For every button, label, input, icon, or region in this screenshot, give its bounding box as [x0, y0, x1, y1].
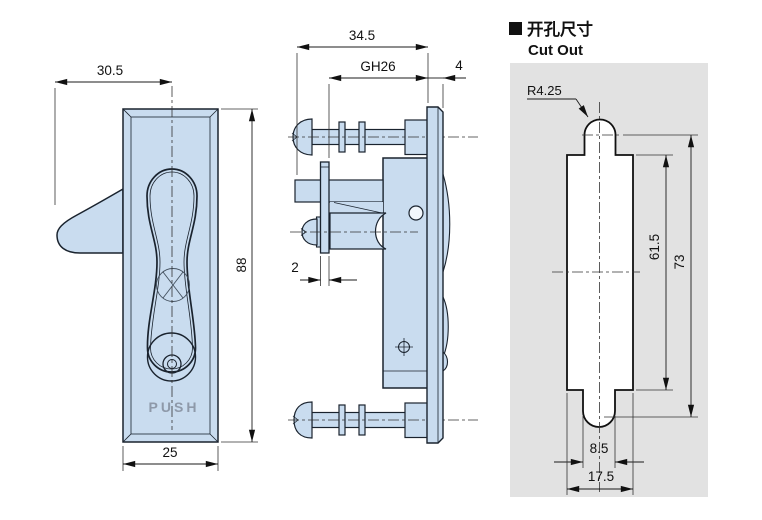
handle-inner-line [149, 171, 195, 370]
side-depth-label: 34.5 [349, 28, 375, 43]
radius-dimension: R4.25 [527, 83, 589, 118]
total-height-label: 73 [672, 254, 687, 269]
front-width-top-dimension: 30.5 [54, 63, 172, 205]
front-width-bottom-dimension: 25 [122, 445, 219, 471]
front-height-label: 88 [234, 257, 249, 272]
front-width-bottom-label: 25 [162, 445, 177, 460]
slot-width-dimension: 8.5 [554, 416, 644, 468]
mid-screw [300, 218, 318, 246]
side-view: 34.5 GH26 4 2 [288, 28, 478, 444]
latch-arm [294, 179, 384, 203]
bezel-corner-lines [122, 108, 219, 443]
side-plate-dimension: 2 [291, 256, 357, 286]
front-height-dimension: 88 [221, 108, 258, 443]
flange-plate [426, 106, 444, 444]
front-width-top-label: 30.5 [97, 63, 123, 78]
front-view: 30.5 PUSH [54, 63, 258, 471]
side-plate-label: 2 [291, 260, 299, 275]
handle-profile-arc-upper [442, 173, 451, 273]
latch-tongue [56, 187, 124, 254]
handle-profile-arc-lower [442, 296, 449, 358]
side-depth-dimension: 34.5 [296, 28, 429, 175]
front-panel-bezel [122, 108, 219, 443]
side-flange-dimension: 4 [428, 58, 466, 108]
cam-bar [329, 212, 387, 250]
side-grip-dimension: GH26 [328, 59, 428, 158]
total-width-dimension: 17.5 [566, 393, 634, 495]
push-label: PUSH [149, 399, 200, 415]
lock-cylinder [156, 268, 190, 302]
radius-label: R4.25 [527, 83, 562, 98]
side-grip-label: GH26 [360, 59, 395, 74]
cutout-title-zh: 开孔尺寸 [527, 19, 593, 39]
total-height-dimension: 73 [604, 134, 698, 418]
title-bullet-square [509, 22, 522, 35]
total-width-label: 17.5 [588, 469, 614, 484]
body-hole [408, 205, 424, 221]
latch-hook-slope [333, 202, 383, 214]
cutout-title-en: Cut Out [528, 42, 583, 59]
cutout-hole [566, 118, 634, 428]
slot-height-label: 61.5 [647, 234, 662, 260]
cutout-view: 开孔尺寸 Cut Out R4.25 61.5 73 [509, 19, 708, 497]
bottom-screw [288, 401, 478, 439]
front-panel-inner [130, 116, 211, 435]
latch-body [382, 157, 429, 389]
handle-outline [146, 168, 198, 373]
side-flange-label: 4 [455, 58, 463, 73]
slot-height-dimension: 61.5 [636, 154, 673, 391]
slot-width-label: 8.5 [590, 441, 609, 456]
catch-plate [319, 161, 330, 254]
crosshair-mark [395, 338, 413, 356]
top-screw [288, 118, 478, 156]
